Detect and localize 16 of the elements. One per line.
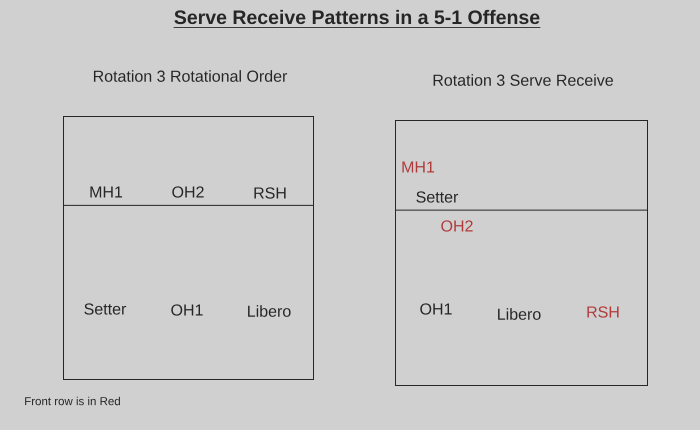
player-label: MH1 bbox=[90, 186, 122, 198]
player-label: OH1 bbox=[171, 304, 203, 316]
title: Serve Receive Patterns in a 5-1 Offense bbox=[173, 10, 541, 28]
player-label: Libero bbox=[498, 308, 541, 320]
player-label: OH2 bbox=[172, 186, 204, 198]
player-label: Libero bbox=[248, 305, 291, 317]
player-label: RSH bbox=[254, 187, 286, 199]
court-heading: Rotation 3 Serve Receive bbox=[434, 74, 613, 86]
player-label: OH2 bbox=[441, 220, 473, 232]
player-label: MH1 bbox=[402, 162, 434, 172]
player-label: RSH bbox=[587, 306, 619, 318]
note: Front row is in Red bbox=[25, 396, 120, 406]
court-heading: Rotation 3 Rotational Order bbox=[94, 70, 288, 82]
player-label: Setter bbox=[84, 303, 126, 315]
player-label: Setter bbox=[416, 191, 458, 203]
player-label: OH1 bbox=[420, 303, 452, 315]
